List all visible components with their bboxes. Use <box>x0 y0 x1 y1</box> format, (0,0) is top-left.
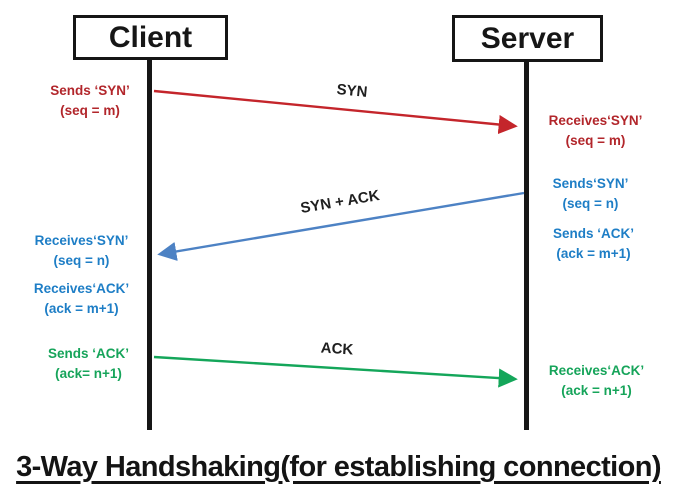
annotation-line: Receives‘SYN’ <box>548 113 643 128</box>
annotation-line: (seq = n) <box>562 196 619 211</box>
diagram-title: 3-Way Handshaking(for establishing conne… <box>16 451 661 483</box>
annotation-line: Receives‘ACK’ <box>33 281 130 296</box>
syn-ack-arrow <box>157 191 525 261</box>
syn-arrow-label: SYN <box>335 81 369 101</box>
client-actor-box: Client <box>73 15 228 60</box>
annotation-line: (ack = m+1) <box>44 301 119 316</box>
server-actor-label: Server <box>480 21 575 55</box>
server-annotation-sends-ack: Sends ‘ACK’ (ack = m+1) <box>528 224 659 264</box>
server-annotation-sends-syn: Sends‘SYN’ (seq = n) <box>528 174 653 214</box>
annotation-line: (seq = m) <box>60 103 120 118</box>
ack-arrow <box>153 355 518 388</box>
server-annotation-receives-syn: Receives‘SYN’ (seq = m) <box>530 111 661 151</box>
annotation-line: (seq = n) <box>53 253 110 268</box>
annotation-line: Receives‘SYN’ <box>34 233 129 248</box>
server-lifeline <box>524 60 529 430</box>
annotation-line: Sends‘SYN’ <box>552 176 629 191</box>
client-annotation-sends-ack: Sends ‘ACK’ (ack= n+1) <box>25 344 152 384</box>
annotation-line: (ack= n+1) <box>55 366 122 381</box>
client-annotation-sends-syn: Sends ‘SYN’ (seq = m) <box>25 81 155 121</box>
annotation-line: (ack = n+1) <box>561 383 632 398</box>
client-annotation-receives-syn: Receives‘SYN’ (seq = n) <box>15 231 148 271</box>
annotation-line: (seq = m) <box>565 133 626 148</box>
server-annotation-receives-ack: Receives‘ACK’ (ack = n+1) <box>531 361 662 401</box>
annotation-line: Sends ‘ACK’ <box>552 226 634 241</box>
ack-arrow-label: ACK <box>320 339 354 359</box>
client-lifeline <box>147 58 152 430</box>
client-annotation-receives-ack: Receives‘ACK’ (ack = m+1) <box>15 279 148 319</box>
annotation-line: (ack = m+1) <box>556 246 631 261</box>
client-actor-label: Client <box>108 20 193 54</box>
syn-arrow <box>153 89 518 135</box>
annotation-line: Sends ‘ACK’ <box>47 346 129 361</box>
annotation-line: Sends ‘SYN’ <box>50 83 130 98</box>
annotation-line: Receives‘ACK’ <box>548 363 645 378</box>
